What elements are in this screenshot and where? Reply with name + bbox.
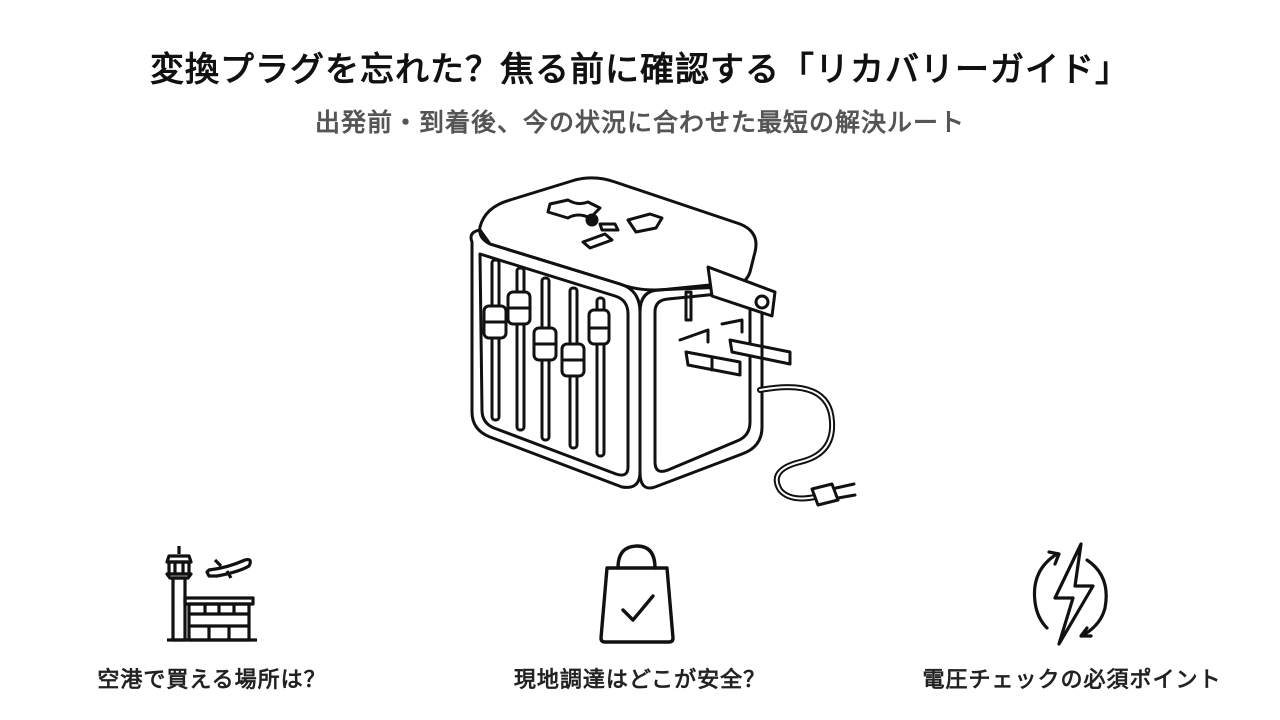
feature-label: 電圧チェックの必須ポイント [922, 668, 1222, 693]
feature-voltage-check: 電圧チェックの必須ポイント [912, 540, 1232, 693]
feature-airport: 空港で買える場所は？ [52, 540, 372, 693]
page-title: 変換プラグを忘れた？焦る前に確認する「リカバリーガイド」 [150, 50, 1130, 90]
airport-tower-icon [165, 546, 257, 642]
voltage-cycle-lightning-icon [1032, 542, 1108, 646]
travel-adapter-icon [469, 176, 857, 507]
shopping-bag-check-icon [599, 544, 675, 644]
page-subtitle: 出発前・到着後、今の状況に合わせた最短の解決ルート [314, 108, 965, 137]
feature-label: 現地調達はどこが安全？ [513, 668, 767, 693]
feature-label: 空港で買える場所は？ [97, 668, 327, 693]
feature-local-purchase: 現地調達はどこが安全？ [480, 540, 800, 693]
